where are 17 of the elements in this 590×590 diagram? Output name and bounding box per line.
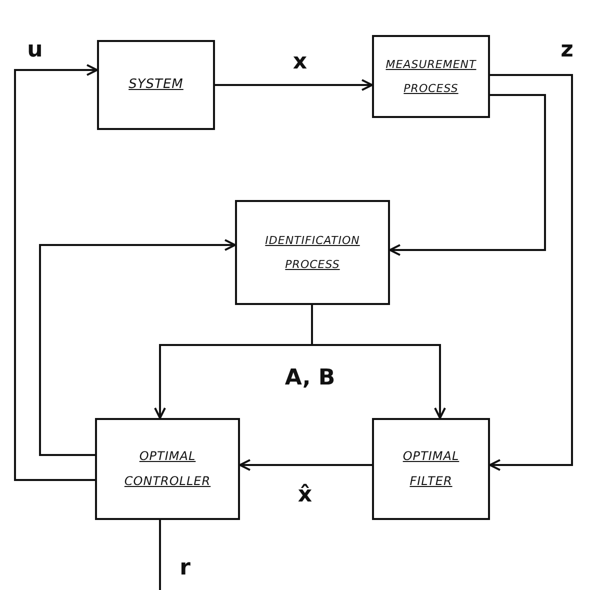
arrow [311,305,446,419]
arrow [239,459,372,471]
process-box [372,418,490,520]
arrow [39,239,236,456]
box-title: IDENTIFICATION PROCESS [264,233,361,272]
arrow [389,94,546,256]
process-box [97,40,215,130]
box-title: OPTIMAL FILTER [402,448,460,490]
box-title: OPTIMAL CONTROLLER [123,448,212,490]
box-title: MEASUREMENT PROCESS [384,57,478,96]
box-title: SYSTEM [128,76,184,94]
arrow [14,64,98,481]
process-box [235,200,390,305]
arrow [215,79,373,91]
arrow [489,74,573,471]
process-box [95,418,240,520]
process-box [372,35,490,118]
